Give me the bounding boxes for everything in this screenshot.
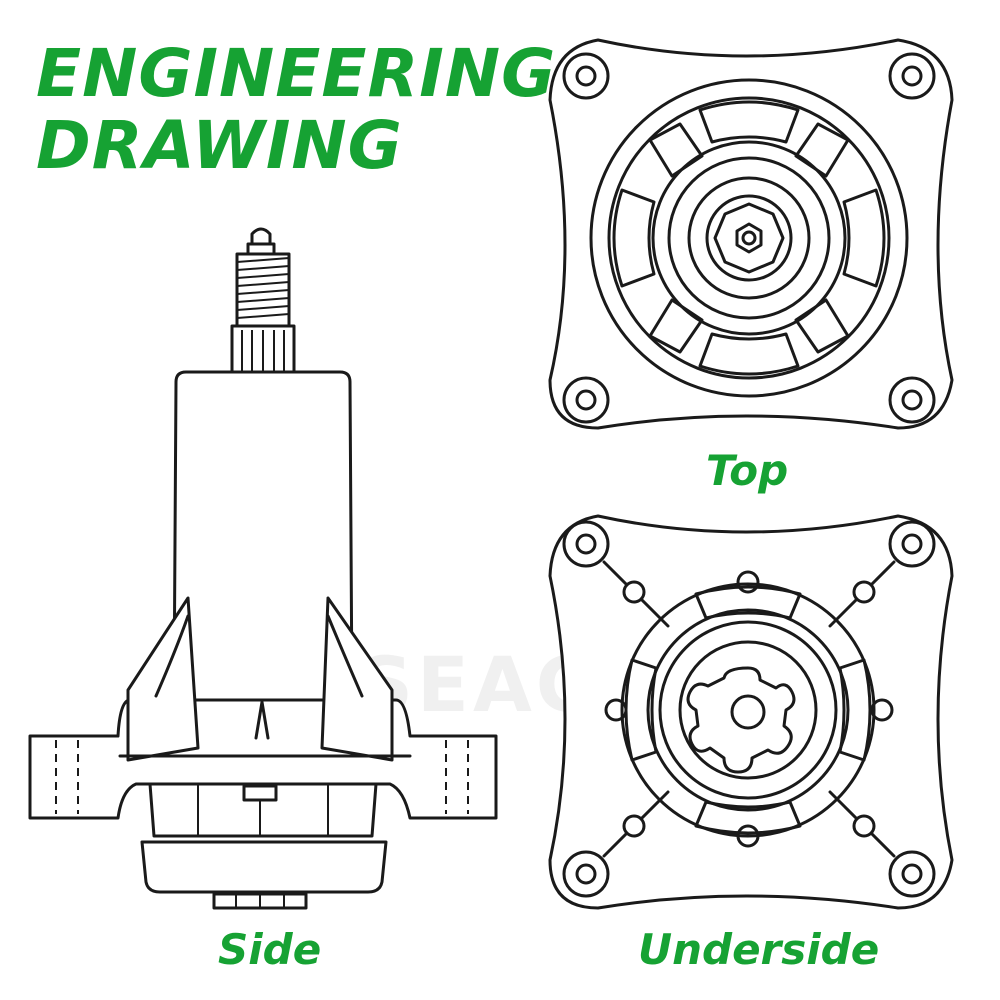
top-view-drawing: [548, 38, 954, 430]
shaft-spline: [713, 202, 785, 274]
lower-bearing-housing: [148, 782, 378, 838]
shaft-nut: [735, 222, 763, 254]
underside-lobes: [624, 585, 872, 835]
hub-ring: [651, 140, 847, 336]
shaft-threads: [236, 257, 290, 319]
title-line-2: DRAWING: [36, 107, 403, 184]
pulley: [140, 840, 388, 894]
cooling-fins: [612, 100, 886, 376]
spindle-housing: [172, 370, 354, 702]
collar-splines: [241, 330, 285, 372]
grease-fitting: [250, 227, 272, 248]
page-title: ENGINEERING DRAWING: [36, 38, 556, 182]
center-fitting: [242, 784, 278, 802]
outer-ring: [589, 78, 909, 398]
title-line-1: ENGINEERING: [36, 35, 557, 112]
bolt-bosses: [604, 570, 894, 848]
star-drive-hub: [686, 666, 796, 774]
side-view-label: Side: [218, 925, 322, 974]
underside-view-label: Underside: [638, 925, 880, 974]
bearing-outer-ring: [646, 608, 850, 812]
side-view-drawing: [28, 227, 498, 910]
top-view-label: Top: [706, 446, 789, 495]
underside-view-drawing: [548, 514, 954, 910]
right-gusset: [320, 596, 394, 762]
